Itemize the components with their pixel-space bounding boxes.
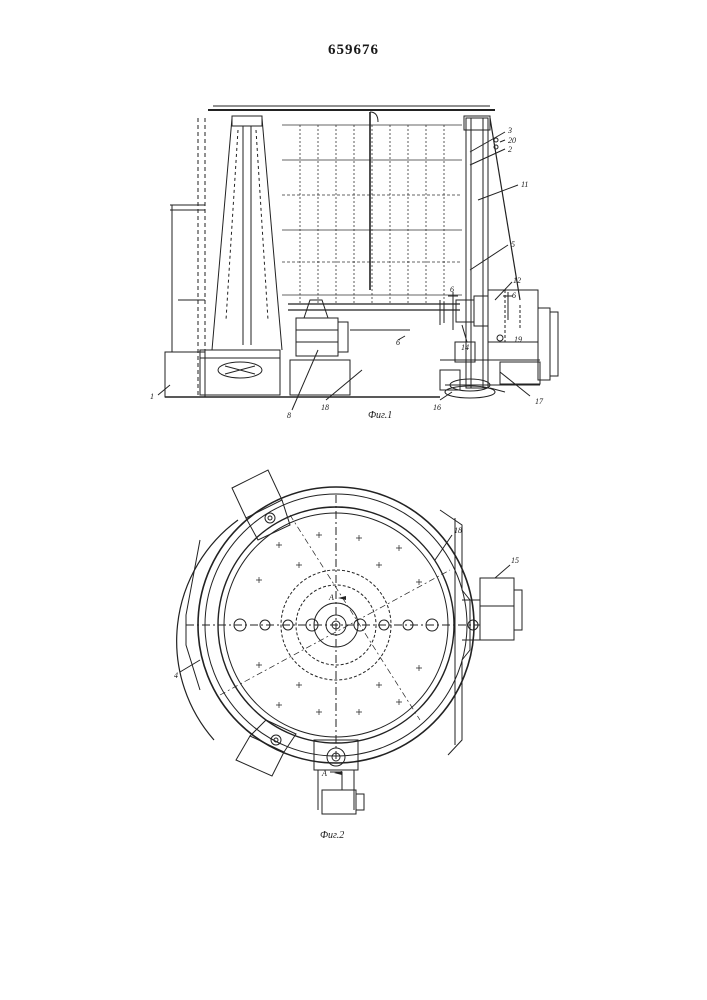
fig2-label-15: 15 <box>511 556 519 565</box>
fig2-label-4: 4 <box>174 671 178 680</box>
fig2-label-18: 18 <box>454 526 462 535</box>
figure-2-caption: Фиг.2 <box>320 830 344 841</box>
fig2-label-a-bottom: А <box>321 769 327 778</box>
fig2-label-a-top: А <box>328 593 334 602</box>
